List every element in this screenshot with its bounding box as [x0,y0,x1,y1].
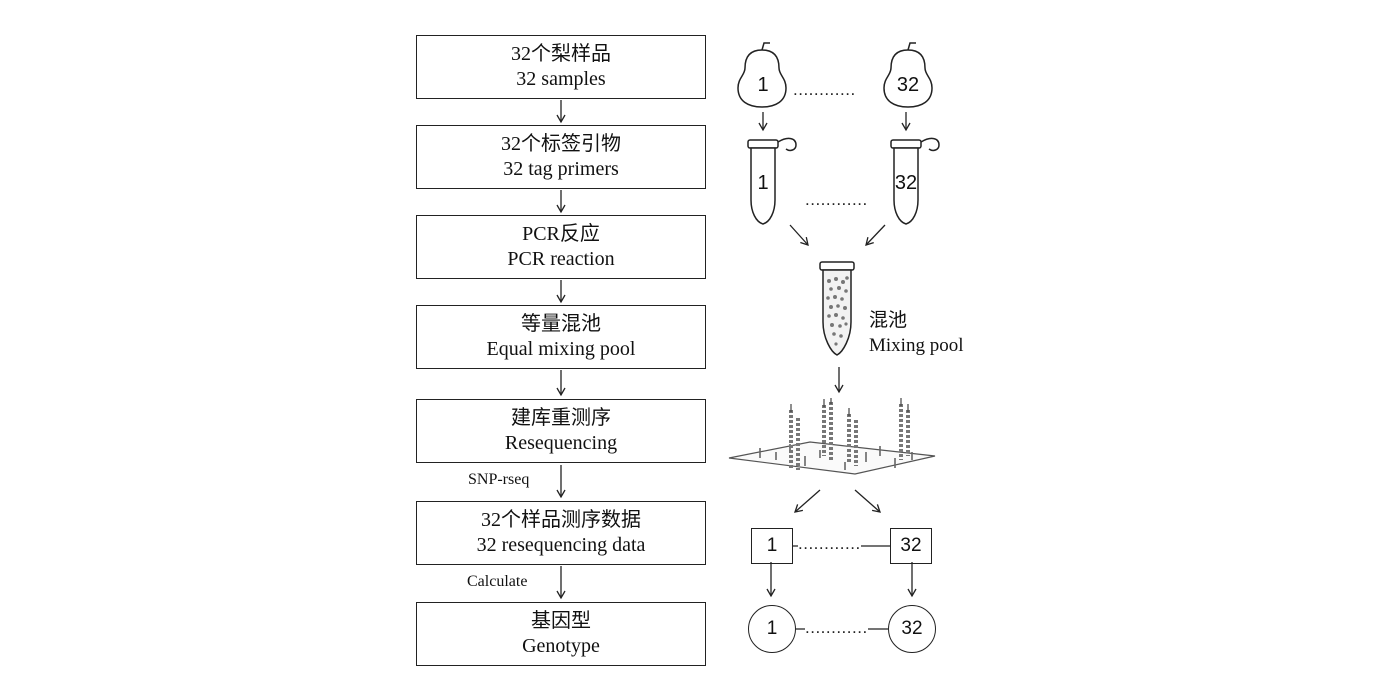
step-label-en: 32 samples [516,68,606,90]
calculate-note: Calculate [467,573,528,590]
step-pcr-box: PCR反应 PCR reaction [416,215,706,279]
data-box-label: 1 [766,535,778,556]
arrow-diagonal [865,224,886,246]
step-mixing-pool-box: 等量混池 Equal mixing pool [416,305,706,369]
step-label-en: 32 tag primers [503,158,619,180]
data-box-first: 1 [751,528,793,564]
step-label-cn: 建库重测序 [511,407,611,429]
step-label-en: PCR reaction [507,248,615,270]
arrow-diagonal [789,224,809,246]
pear-ellipsis: ............ [793,80,856,99]
microtube-icon [890,137,940,225]
pear-icon [737,42,787,108]
step-genotype-box: 基因型 Genotype [416,602,706,666]
genotype-ellipsis: ............ [805,618,868,638]
sequencing-flowcell-icon [728,398,936,475]
right-flow-arrows [758,112,917,598]
tube-label-last: 32 [894,172,918,194]
genotype-circle-label: 1 [766,618,778,639]
arrow-diagonal [854,489,881,513]
step-resequencing-box: 建库重测序 Resequencing [416,399,706,463]
step-label-en: Equal mixing pool [486,338,636,360]
step-sequencing-data-box: 32个样品测序数据 32 resequencing data [416,501,706,565]
pooled-tube-icon [819,261,855,356]
pear-label-last: 32 [896,74,920,96]
step-label-cn: 32个标签引物 [501,133,621,155]
microtube-icon [747,137,797,225]
tube-ellipsis: ............ [805,190,868,209]
step-samples-box: 32个梨样品 32 samples [416,35,706,99]
step-label-cn: PCR反应 [522,223,600,245]
pear-label-first: 1 [757,74,769,96]
genotype-circle-first: 1 [748,605,796,653]
step-label-en: Resequencing [504,432,618,454]
step-label-cn: 32个梨样品 [511,43,611,65]
arrow-diagonal [794,489,821,513]
step-label-cn: 等量混池 [521,313,601,335]
mixing-pool-label-en: Mixing pool [869,335,964,356]
data-ellipsis: ............ [798,534,861,554]
tube-label-first: 1 [757,172,769,194]
data-box-label: 32 [900,535,922,556]
pear-icon [883,42,933,108]
step-label-en: 32 resequencing data [476,534,646,556]
step-label-cn: 32个样品测序数据 [481,509,641,531]
snp-rseq-note: SNP-rseq [468,471,530,488]
genotype-circle-last: 32 [888,605,936,653]
step-tag-primers-box: 32个标签引物 32 tag primers [416,125,706,189]
step-label-cn: 基因型 [531,610,591,632]
step-label-en: Genotype [522,635,600,657]
genotype-circle-label: 32 [901,618,923,639]
data-box-last: 32 [890,528,932,564]
mixing-pool-label-cn: 混池 [869,310,908,331]
